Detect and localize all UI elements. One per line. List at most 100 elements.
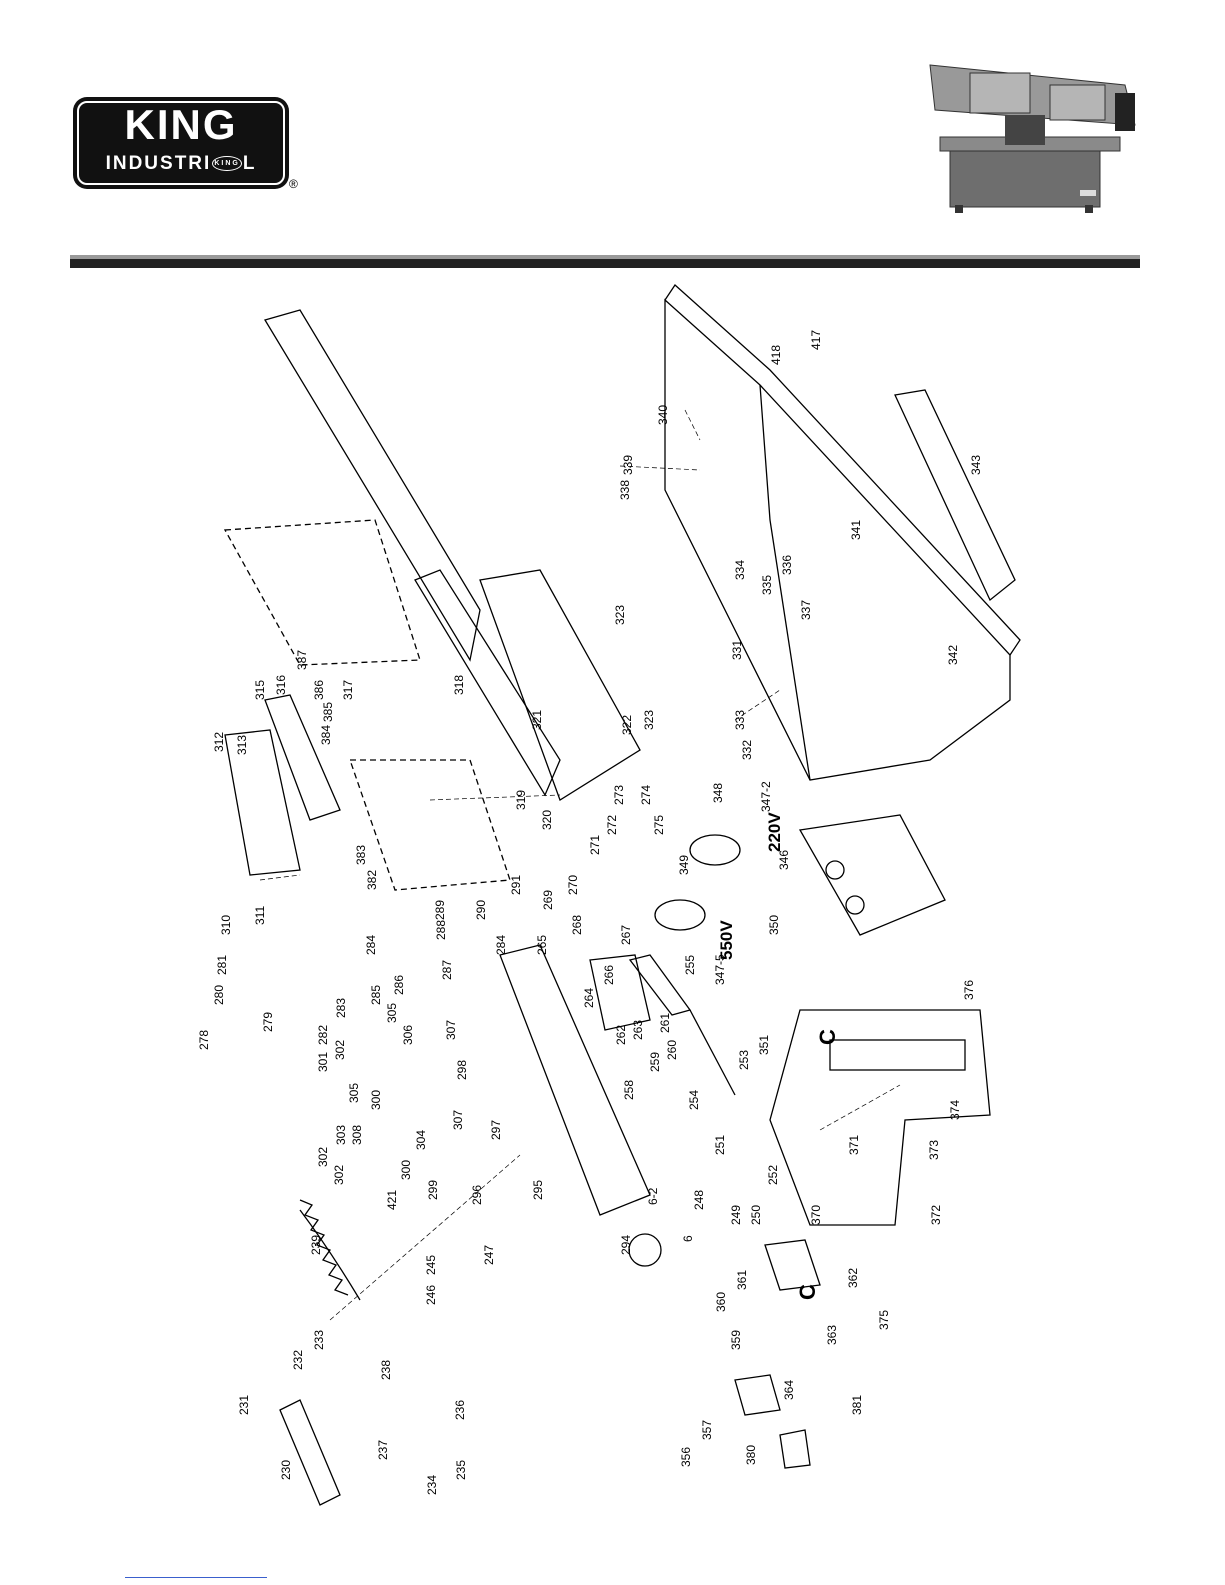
part-label: 340 [656,405,670,425]
part-label: 317 [341,680,355,700]
part-label: 364 [782,1380,796,1400]
part-label: 258 [622,1080,636,1100]
part-label: 372 [929,1205,943,1225]
section-mark-c: C [795,1284,820,1300]
part-label: 342 [946,645,960,665]
part-label: 234 [425,1475,439,1495]
part-label: 249 [729,1205,743,1225]
part-label: 383 [354,845,368,865]
part-label: 262 [614,1025,628,1045]
part-label: 265 [535,935,549,955]
registered-mark: ® [289,177,298,191]
part-label: 251 [713,1135,727,1155]
part-label: 384 [319,725,333,745]
part-label: 417 [809,330,823,350]
section-marks: C C C [795,1029,840,1300]
part-label: 274 [639,785,653,805]
part-label: 245 [424,1255,438,1275]
part-label: 264 [582,988,596,1008]
part-label: 300 [369,1090,383,1110]
part-label: 298 [455,1060,469,1080]
part-label: 333 [733,710,747,730]
logo-subtitle-text: INDUSTRI [105,153,212,174]
part-label: 230 [279,1460,293,1480]
part-label: 253 [737,1050,751,1070]
part-label: 313 [235,735,249,755]
part-label: 336 [780,555,794,575]
part-label: 299 [426,1180,440,1200]
part-label: 375 [877,1310,891,1330]
part-label: 296 [470,1185,484,1205]
part-label: 362 [846,1268,860,1288]
part-label: 359 [729,1330,743,1350]
part-label: 289 [433,900,447,920]
bandsaw-product-photo [929,64,1136,213]
part-label: 349 [677,855,691,875]
part-label: 254 [687,1090,701,1110]
part-label: 291 [509,875,523,895]
part-label: 284 [364,935,378,955]
part-label: 316 [274,675,288,695]
part-label: 338 [618,480,632,500]
part-label: 247 [482,1245,496,1265]
part-label: 271 [588,835,602,855]
part-label: 382 [365,870,379,890]
part-label: 273 [612,785,626,805]
part-label: 343 [969,455,983,475]
part-label: 350 [767,915,781,935]
part-label: 348 [711,783,725,803]
part-label: 236 [453,1400,467,1420]
part-label: 279 [261,1012,275,1032]
part-label: 387 [295,650,309,670]
part-label: 250 [749,1205,763,1225]
footer-link-underline [125,1577,267,1578]
part-label: 286 [392,975,406,995]
part-label: 386 [312,680,326,700]
part-label: 252 [766,1165,780,1185]
part-label: 385 [321,702,335,722]
part-label: 323 [613,605,627,625]
part-label: 303 [334,1125,348,1145]
part-label: 300 [399,1160,413,1180]
stand-230 [279,1399,341,1506]
part-label: 305 [347,1083,361,1103]
part-label: 231 [237,1395,251,1415]
part-label: 307 [444,1020,458,1040]
part-label: 281 [215,955,229,975]
logo-mark: KING [212,156,242,172]
part-label: 233 [312,1330,326,1350]
part-label: 297 [489,1120,503,1140]
leader-lines [259,409,901,1321]
chip-tray-343 [894,389,1016,602]
part-label: 304 [414,1130,428,1150]
part-label: 331 [730,640,744,660]
header-rule [70,255,1140,268]
arm-295 [499,944,651,1216]
part-label: 321 [530,710,544,730]
part-label: 373 [927,1140,941,1160]
rack-255 [628,954,692,1016]
part-label: 356 [679,1447,693,1467]
part-label: 272 [605,815,619,835]
part-label: 339 [621,455,635,475]
part-label: 260 [665,1040,679,1060]
frame-318 [414,569,561,797]
part-label: 287 [440,960,454,980]
part-label: 341 [849,520,863,540]
logo-brand: KING [124,101,238,148]
part-label: 315 [253,680,267,700]
part-label: 294 [619,1235,633,1255]
part-label: 280 [212,985,226,1005]
part-label: 285 [369,985,383,1005]
handwheel-6 [628,1233,662,1267]
part-label: 318 [452,675,466,695]
part-label: 361 [735,1270,749,1290]
part-label: 278 [197,1030,211,1050]
part-label: 283 [334,998,348,1018]
tray-322 [479,569,641,801]
part-label: 268 [570,915,584,935]
part-label: 302 [333,1040,347,1060]
